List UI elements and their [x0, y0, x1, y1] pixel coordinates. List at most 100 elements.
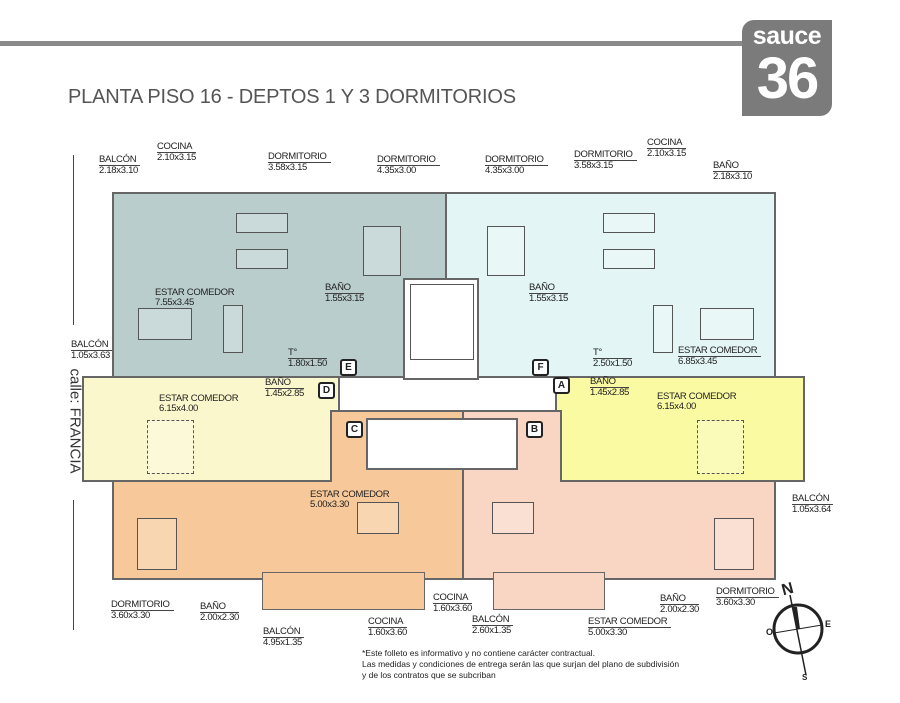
compass: N E O S	[760, 580, 840, 685]
room-name: DORMITORIO	[268, 152, 331, 163]
compass-south: S	[802, 673, 808, 682]
room-name: BALCÓN	[71, 340, 113, 351]
dining-table	[700, 308, 754, 340]
room-dims: 2.60x1.35	[472, 625, 512, 636]
room-name: DORMITORIO	[716, 587, 779, 598]
room-name: ESTAR COMEDOR	[310, 489, 390, 500]
unit-marker-c: C	[346, 421, 363, 438]
room-dims: 3.60x3.30	[111, 610, 151, 621]
stair-flight	[410, 284, 474, 360]
brand-logo: sauce 36	[742, 20, 832, 116]
logo-number: 36	[756, 46, 820, 111]
room-name: BALCÓN	[792, 494, 834, 505]
room-dims: 3.60x3.30	[716, 597, 756, 608]
room-name: ESTAR COMEDOR	[678, 346, 762, 357]
compass-east: E	[825, 619, 832, 629]
unit-bottom-left	[112, 480, 464, 580]
room-name: COCINA	[368, 617, 408, 628]
room-dims: 1.55x3.15	[529, 293, 569, 304]
bed	[603, 249, 655, 269]
room-name: DORMITORIO	[574, 150, 637, 161]
unit-marker-b: B	[526, 421, 543, 438]
room-name: COCINA	[157, 142, 197, 153]
room-dims: 1.60x3.60	[368, 627, 408, 638]
room-dims: 6.85x3.45	[678, 356, 718, 367]
logo-word: sauce	[752, 22, 822, 50]
sofa	[653, 305, 673, 353]
room-name: BAÑO	[325, 283, 365, 294]
street-line	[73, 500, 74, 630]
room-dims: 2.10x3.15	[157, 152, 197, 163]
bed	[147, 420, 194, 474]
room-name: BAÑO	[529, 283, 569, 294]
room-label: T°1.80x1.50	[288, 348, 327, 369]
bed	[487, 226, 525, 276]
room-name: BAÑO	[713, 161, 753, 172]
unit-marker-e: E	[340, 359, 357, 376]
elevator-block	[366, 418, 518, 470]
header-rule	[0, 41, 746, 46]
bed	[363, 226, 401, 276]
bed	[236, 249, 288, 269]
unit-top-left	[112, 192, 447, 378]
room-name: ESTAR COMEDOR	[588, 617, 672, 628]
room-dims: 2.18x3.10	[99, 165, 139, 176]
room-name: T°	[288, 348, 328, 359]
compass-west: O	[766, 627, 774, 637]
room-name: BAÑO	[265, 378, 305, 389]
room-dims: 2.18x3.10	[713, 171, 753, 182]
balcony-bottom-right	[493, 572, 605, 610]
room-dims: 1.55x3.15	[325, 293, 365, 304]
unit-marker-d: D	[318, 382, 335, 399]
room-dims: 2.50x1.50	[593, 358, 633, 369]
room-name: DORMITORIO	[377, 155, 440, 166]
room-name: ESTAR COMEDOR	[155, 287, 235, 298]
footnote-line: *Este folleto es informativo y no contie…	[362, 648, 595, 658]
room-name: ESTAR COMEDOR	[657, 391, 737, 402]
bed	[137, 518, 177, 570]
room-name: BAÑO	[200, 602, 240, 613]
room-dims: 5.00x3.30	[310, 499, 350, 510]
room-label: T°2.50x1.50	[593, 348, 632, 369]
bed	[603, 213, 655, 233]
room-name: DORMITORIO	[111, 600, 174, 611]
room-dims: 3.58x3.15	[268, 162, 308, 173]
room-name: BALCÓN	[472, 615, 514, 626]
page-title: PLANTA PISO 16 - DEPTOS 1 Y 3 DORMITORIO…	[68, 86, 516, 108]
footnote: *Este folleto es informativo y no contie…	[362, 648, 679, 681]
room-dims: 1.45x2.85	[265, 388, 305, 399]
room-name: BALCÓN	[263, 627, 305, 638]
dining-table	[357, 502, 399, 534]
unit-mid-left	[82, 376, 340, 482]
street-label: calle: FRANCIA	[66, 368, 84, 474]
room-dims: 4.35x3.00	[377, 165, 417, 176]
bed	[714, 518, 754, 570]
sofa	[223, 305, 243, 353]
room-dims: 1.60x3.60	[433, 603, 473, 614]
room-name: T°	[593, 348, 633, 359]
room-dims: 2.10x3.15	[647, 148, 687, 159]
room-dims: 1.45x2.85	[590, 387, 630, 398]
room-name: COCINA	[433, 593, 473, 604]
unit-bottom-right	[462, 480, 776, 580]
room-name: BAÑO	[590, 377, 630, 388]
